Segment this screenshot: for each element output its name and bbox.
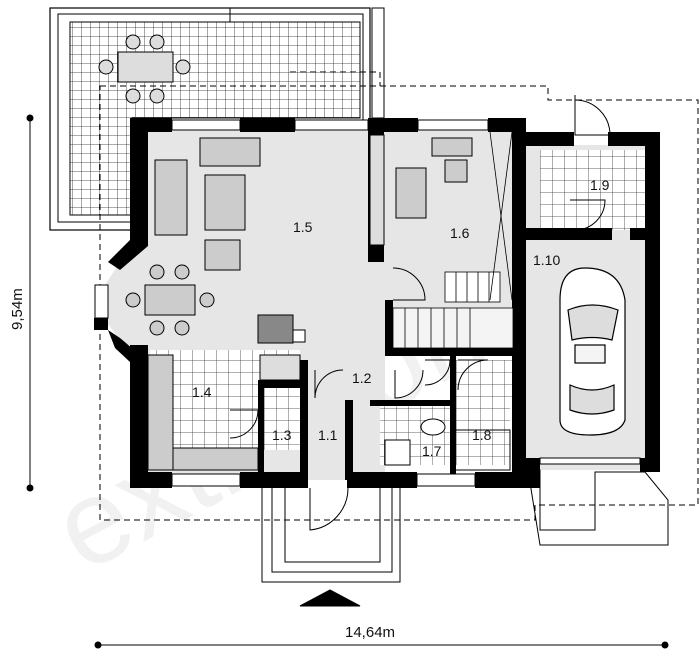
entrance xyxy=(261,488,401,607)
windows xyxy=(94,119,489,487)
room-label-1-6: 1.6 xyxy=(450,225,470,241)
width-dimension: 14,64m xyxy=(345,624,395,641)
terrace-table xyxy=(98,34,191,104)
car xyxy=(559,267,626,436)
room-labels: 1.5 1.6 1.9 1.10 1.4 1.2 1.3 1.1 1.7 1.8 xyxy=(192,177,610,459)
room-1-9-floor xyxy=(540,150,645,230)
room-label-1-7: 1.7 xyxy=(422,443,442,459)
dimension-lines xyxy=(26,114,669,649)
kitchen-units xyxy=(147,314,306,471)
garage-door xyxy=(539,457,641,465)
room-label-1-3: 1.3 xyxy=(272,427,292,443)
room-label-1-5: 1.5 xyxy=(293,219,313,235)
room-label-1-4: 1.4 xyxy=(192,384,212,400)
room-label-1-1: 1.1 xyxy=(318,427,338,443)
living-furniture xyxy=(154,134,385,271)
room-label-1-10: 1.10 xyxy=(533,252,560,268)
roof-outline xyxy=(99,85,699,521)
dining-table xyxy=(125,264,215,336)
room-label-1-8: 1.8 xyxy=(472,427,492,443)
room-label-1-9: 1.9 xyxy=(590,177,610,193)
height-dimension: 9,54m xyxy=(9,288,26,330)
stairs xyxy=(392,131,514,349)
bathroom-fixtures xyxy=(384,418,511,471)
doors xyxy=(229,95,611,531)
room-label-1-2: 1.2 xyxy=(352,370,372,386)
office-furniture xyxy=(395,137,473,219)
